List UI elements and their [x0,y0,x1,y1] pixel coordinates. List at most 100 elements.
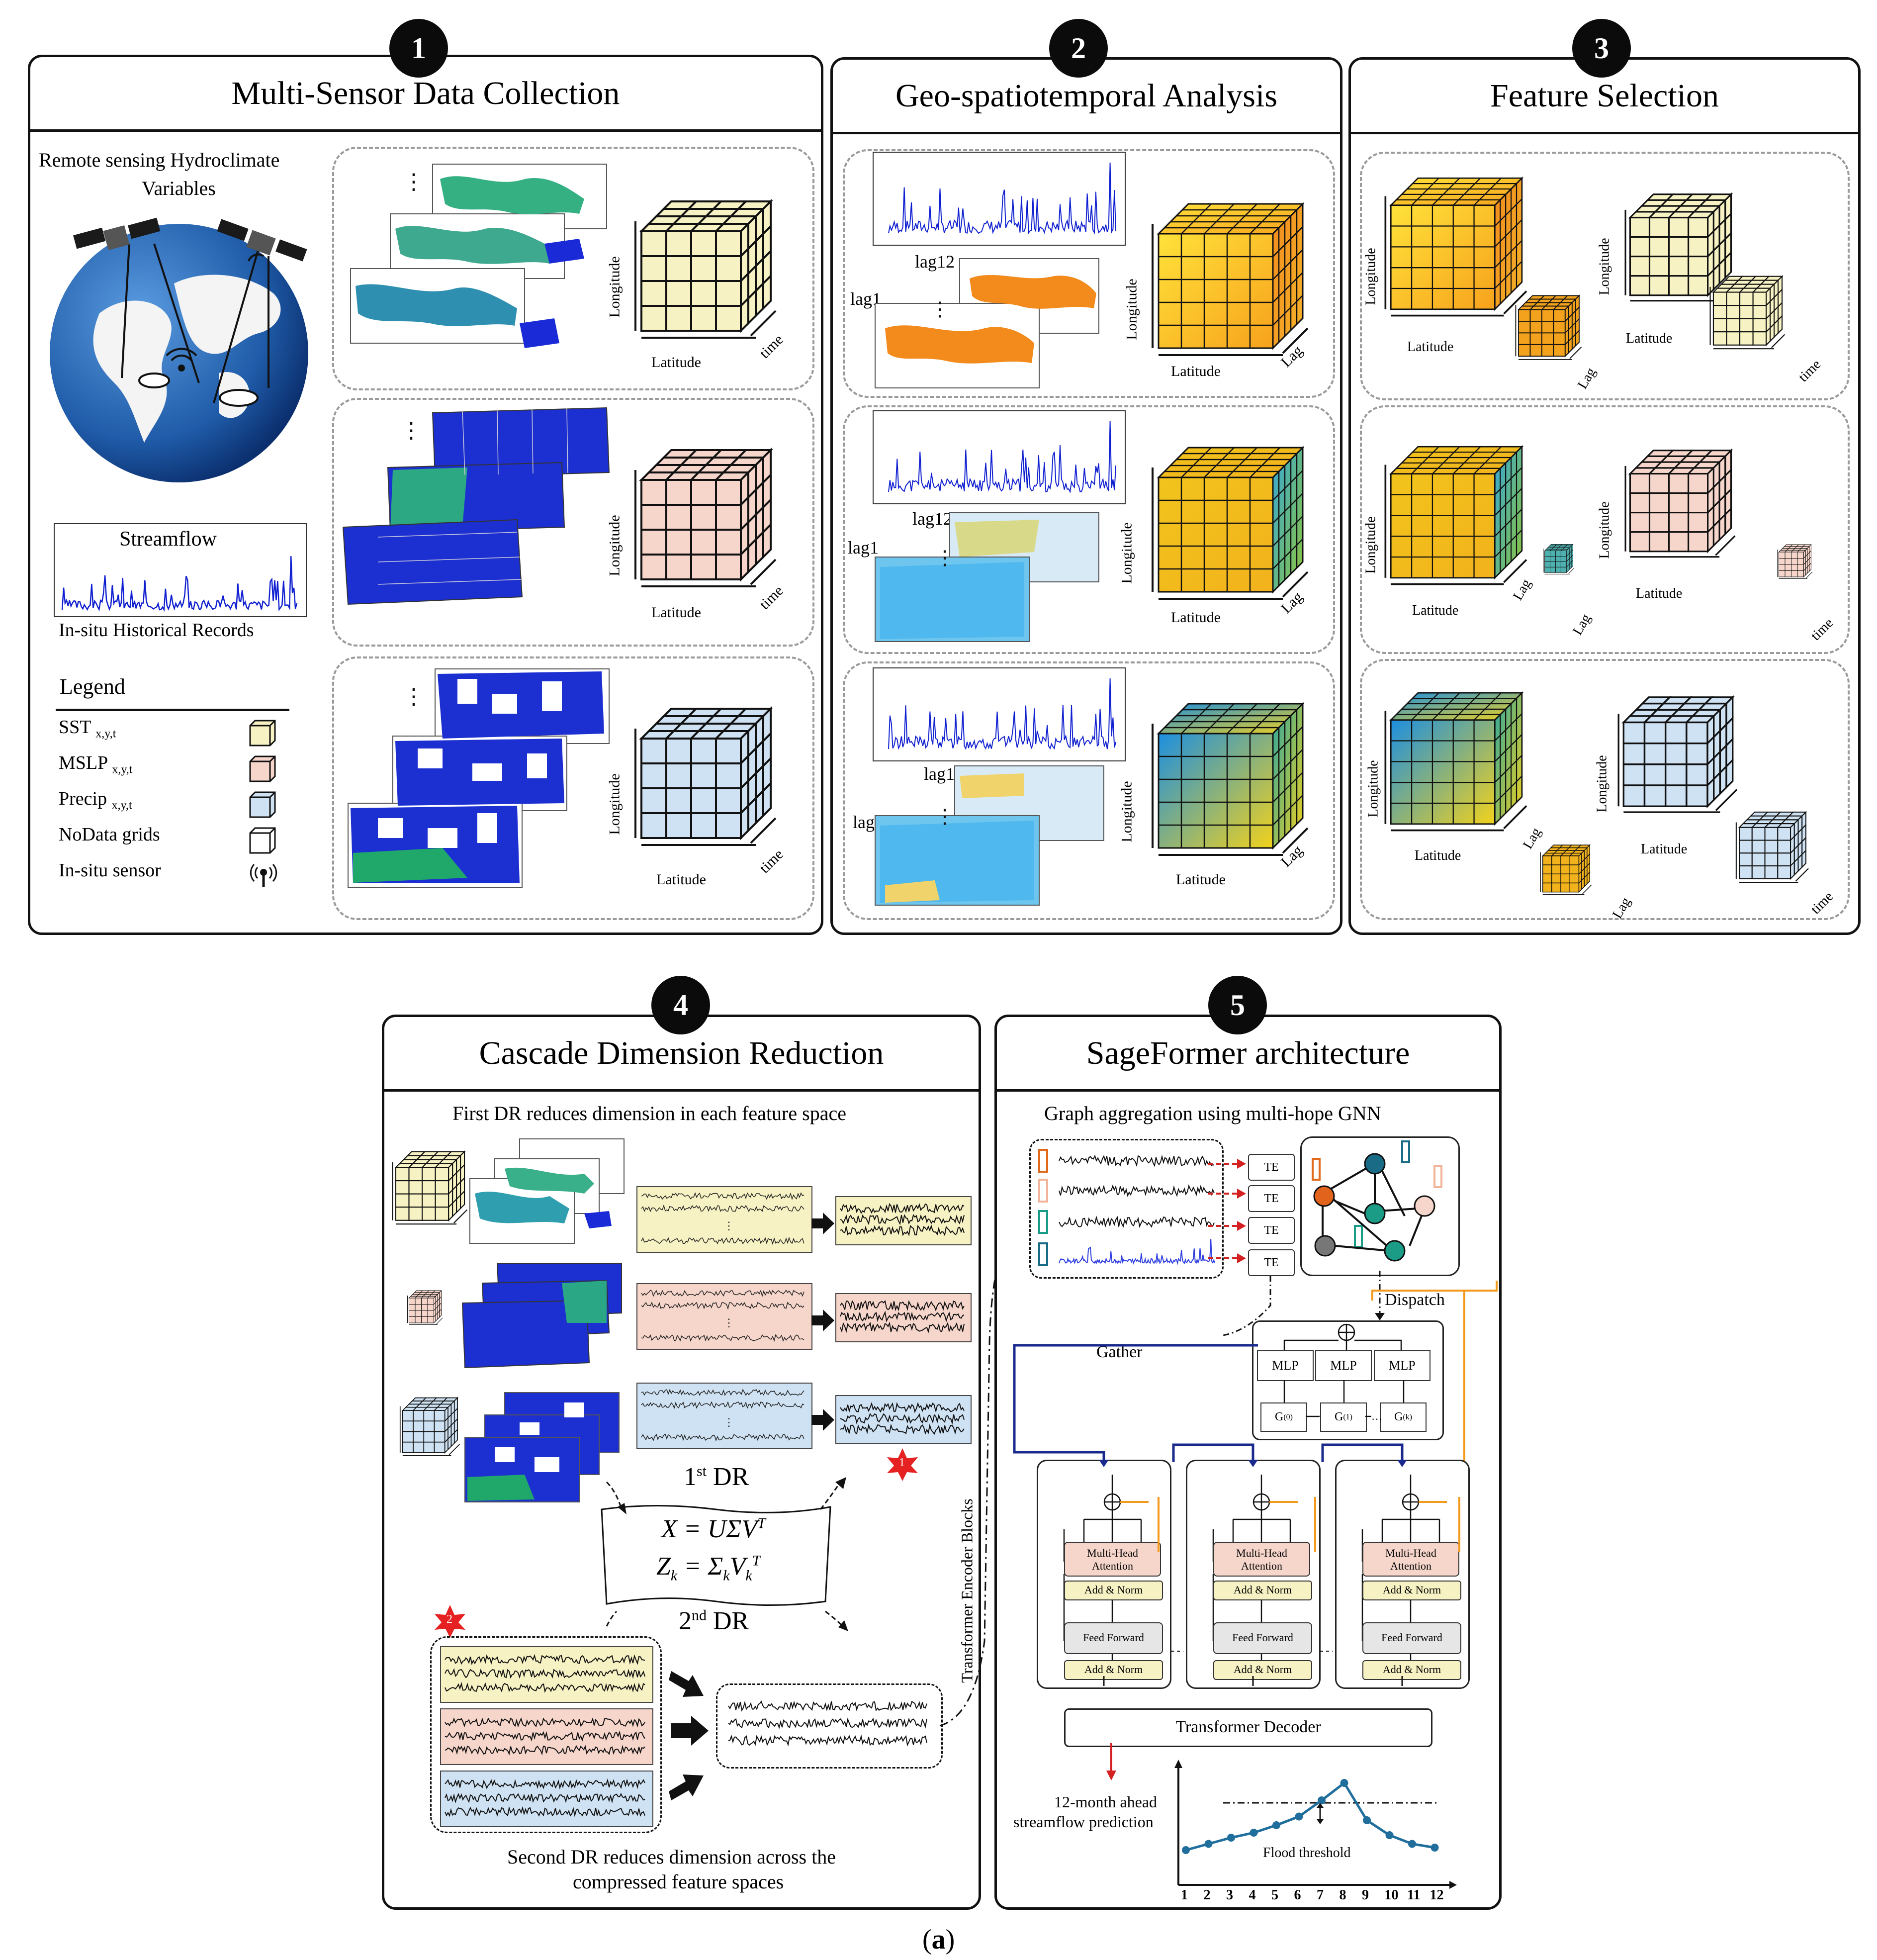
month-tick-label: 8 [1339,1887,1346,1903]
g1-box: G(1) [1320,1402,1367,1432]
p4-final-group [716,1683,943,1769]
p3-sst-lag-cube [1515,294,1582,360]
p3-precip-box [1360,659,1850,920]
add-norm-3a: Add & Norm [1362,1581,1461,1600]
panel-4-title: Cascade Dimension Reduction [384,1017,979,1092]
p4-precip-cube [399,1397,460,1456]
month-tick-label: 4 [1249,1887,1256,1903]
p4-compressed-precip [440,1771,653,1827]
p2-precip-longitude: Longitude [1118,781,1135,842]
p3-mslp-box [1360,405,1850,654]
p3-precip-time-cube [1617,695,1738,813]
p3-mslp-longitude: Longitude [1363,516,1379,574]
prediction-point [1318,1796,1326,1804]
p3-mslp-selected-cube [1384,445,1527,585]
p1-sst-box [332,147,814,390]
panel-2-title: Geo-spatiotemporal Analysis [833,60,1340,134]
p4-mslp-series: ⋮ [641,1289,804,1342]
add-norm-1b: Add & Norm [1064,1660,1163,1680]
legend-item-precip: Precip x,y,t [59,788,132,812]
svg-text:…: … [1371,1410,1382,1422]
star-2-icon [435,1605,465,1638]
p3-mslp-t-longitude: Longitude [1597,501,1612,559]
legend-swatch-sst [249,720,276,747]
prediction-label-1: 12-month ahead [1054,1793,1158,1811]
p4-precip-maps [464,1392,620,1502]
p4-arrows [811,1213,834,1431]
insitu-sensor-icon [250,863,277,887]
p1-sst-latitude: Latitude [651,354,701,371]
p4-mslp-reduced [835,1293,972,1342]
gk-box: G(k) [1380,1402,1427,1432]
equation-svd: X = UΣVT [661,1515,766,1543]
month-tick-label: 2 [1203,1887,1211,1903]
p3-mslp-time-cube [1624,448,1736,558]
p1-sst-maps: ⋮ [350,164,607,348]
p2-sst-maps: ⋮ [875,258,1099,388]
te-box-2: TE [1248,1185,1295,1212]
month-tick-label: 9 [1362,1887,1369,1903]
p3-sst-box [1360,152,1850,400]
p3-sst-t-longitude: Longitude [1597,238,1612,295]
p4-sst-reduced-series [840,1203,965,1237]
svg-text:⋮: ⋮ [403,684,425,709]
second-dr-note-1: Second DR reduces dimension across the [507,1846,836,1868]
p2-sst-latitude: Latitude [1171,363,1221,379]
p2-sst-timeseries [873,152,1126,246]
graph-note: Graph aggregation using multi-hope GNN [1044,1102,1381,1124]
star-1-label: 1 [899,1456,905,1469]
p3-sst-time-cube-small [1709,275,1786,350]
mlp-3: MLP [1374,1350,1430,1381]
satellite-icon [217,219,307,262]
p4-sst-maps [469,1138,625,1244]
globe-icon [50,224,308,482]
dr2-label: 2nd DR [679,1607,749,1635]
p2-mslp-lag1: lag1 [848,538,879,558]
p3-sst-latitude: Latitude [1407,339,1454,355]
p3-precip-latitude: Latitude [1415,848,1461,863]
equation-zk: Zk = ΣkVkT [656,1552,761,1584]
p3-mslp-latitude: Latitude [1412,603,1459,618]
month-tick-label: 11 [1407,1887,1421,1903]
p4-final-series [728,1700,927,1747]
remote-sensing-label: Remote sensing Hydroclimate [39,149,280,171]
p2-precip-series [888,678,1117,750]
add-norm-3b: Add & Norm [1362,1660,1461,1680]
p4-compressed-series [445,1654,645,1817]
p1-precip-longitude: Longitude [606,773,623,835]
prediction-point [1363,1816,1371,1824]
variables-label: Variables [142,177,216,199]
svg-text:⋮: ⋮ [403,170,425,194]
month-tick-label: 10 [1384,1887,1399,1903]
panel-4-number: 4 [651,976,710,1034]
panel-3-number: 3 [1572,19,1631,78]
p2-mslp-longitude: Longitude [1118,522,1135,584]
panel-2-number: 2 [1049,19,1108,78]
p2-precip-maps: ⋮ [875,765,1104,906]
p2-mslp-cube [1152,446,1309,600]
first-dr-note: First DR reduces dimension in each featu… [452,1102,846,1124]
flood-threshold-label: Flood threshold [1263,1845,1351,1861]
legend-swatch-precip [249,791,276,818]
p1-precip-latitude: Latitude [656,871,706,888]
p2-sst-longitude: Longitude [1123,279,1140,340]
p2-sst-box [843,149,1335,398]
p1-sst-cube [634,199,777,339]
p3-sst-t-latitude: Latitude [1626,331,1673,346]
prediction-label-2: streamflow prediction [1013,1813,1154,1831]
p2-precip-timeseries [873,667,1126,761]
feed-forward-3: Feed Forward [1362,1622,1461,1654]
decoder-output-arrow [1106,1743,1116,1780]
p2-mslp-timeseries [873,410,1126,504]
p5-input-series [1038,1149,1215,1266]
p2-sst-series [888,162,1117,235]
p2-precip-latitude: Latitude [1176,871,1226,888]
prediction-point [1385,1831,1394,1839]
p3-precip-selected-cube [1384,691,1527,832]
p4-compressed-group [430,1636,662,1833]
p1-precip-box [332,656,814,920]
svg-text:⋮: ⋮ [723,1316,734,1329]
legend-swatch-nodata [249,827,276,854]
p2-mslp-series [888,421,1117,494]
